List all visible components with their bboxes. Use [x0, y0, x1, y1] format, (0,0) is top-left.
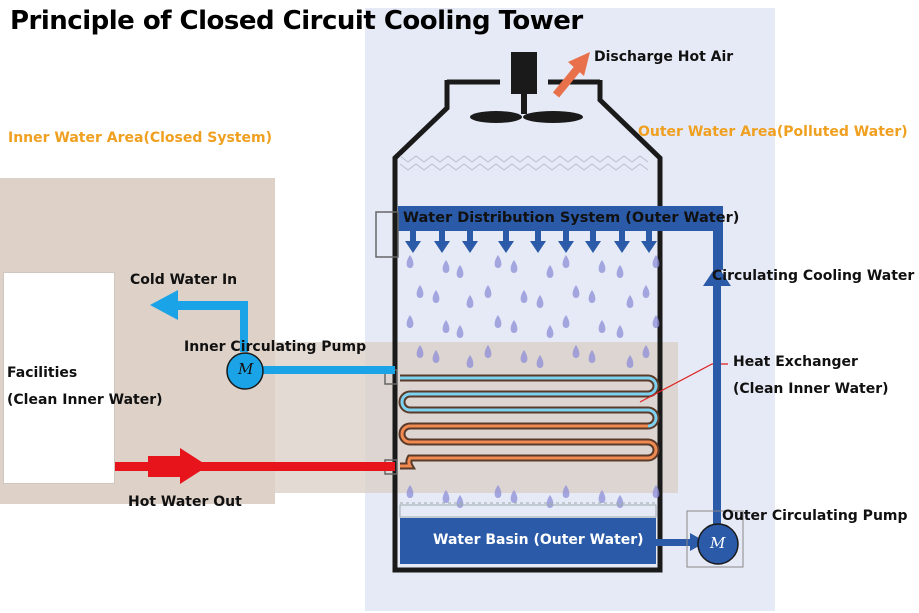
hot-water-out-label: Hot Water Out — [128, 494, 242, 510]
water-droplet — [442, 260, 450, 273]
water-droplet — [456, 265, 464, 278]
tower-housing — [392, 80, 663, 573]
drift-eliminator — [399, 155, 649, 171]
water-droplet — [572, 285, 580, 298]
water-droplet — [546, 265, 554, 278]
fan-blade-right — [523, 111, 583, 123]
water-droplet — [520, 290, 528, 303]
fan-blade-left — [470, 111, 522, 123]
water-droplet — [536, 355, 544, 368]
inner-pump-symbol: M — [238, 360, 254, 378]
water-droplet — [626, 355, 634, 368]
discharge-label: Discharge Hot Air — [594, 49, 734, 65]
water-droplet — [510, 260, 518, 273]
water-droplet — [598, 320, 606, 333]
water-droplet — [416, 345, 424, 358]
water-droplet — [562, 485, 570, 498]
outer-pump-label: Outer Circulating Pump — [722, 508, 908, 524]
water-droplet — [588, 350, 596, 363]
water-droplet — [484, 345, 492, 358]
water-droplet — [510, 320, 518, 333]
heat-exchanger-leader — [639, 363, 728, 403]
water-basin-label: Water Basin (Outer Water) — [433, 532, 644, 548]
water-droplet — [588, 290, 596, 303]
water-droplet — [406, 255, 414, 268]
water-droplet — [466, 355, 474, 368]
outer-area-label: Outer Water Area(Polluted Water) — [638, 124, 908, 140]
distribution-label: Water Distribution System (Outer Water) — [403, 210, 740, 226]
water-droplet — [442, 320, 450, 333]
water-droplet — [406, 485, 414, 498]
water-droplet — [598, 260, 606, 273]
heat-exchanger-label: Heat Exchanger — [733, 354, 858, 370]
water-droplet — [536, 295, 544, 308]
spray-nozzles — [405, 231, 657, 253]
water-droplet — [494, 315, 502, 328]
water-droplet — [546, 325, 554, 338]
circulating-cooling-label: Circulating Cooling Water — [712, 268, 915, 284]
inner-area-label: Inner Water Area(Closed System) — [8, 130, 272, 146]
water-droplet — [572, 345, 580, 358]
distribution-pipe — [398, 206, 723, 231]
water-droplet — [562, 255, 570, 268]
facilities-box — [3, 272, 115, 484]
basin-to-pump-pipe — [656, 539, 692, 546]
water-droplet — [416, 285, 424, 298]
water-droplet — [652, 485, 660, 498]
water-droplet — [466, 295, 474, 308]
distribution-inlet — [375, 211, 399, 258]
page-title: Principle of Closed Circuit Cooling Towe… — [10, 6, 583, 36]
water-droplet — [642, 345, 650, 358]
water-droplet — [432, 290, 440, 303]
facilities-label: Facilities — [7, 365, 78, 381]
outer-pump-symbol: M — [710, 534, 726, 552]
riser-pipe — [713, 270, 721, 525]
outer-pump-frame — [686, 510, 744, 568]
inner-pump-label: Inner Circulating Pump — [184, 339, 367, 355]
water-droplet — [484, 285, 492, 298]
water-droplet — [642, 285, 650, 298]
water-droplet — [432, 350, 440, 363]
water-droplet — [616, 325, 624, 338]
water-droplet — [562, 315, 570, 328]
water-droplet — [652, 255, 660, 268]
water-droplet — [616, 265, 624, 278]
facilities-sublabel: (Clean Inner Water) — [7, 392, 163, 408]
water-droplet — [406, 315, 414, 328]
water-droplet — [652, 315, 660, 328]
cold-water-pipe — [150, 290, 395, 374]
riser-arrow — [703, 265, 731, 286]
outer-pump — [697, 523, 739, 565]
water-droplets — [406, 255, 660, 508]
heat-exchanger-sublabel: (Clean Inner Water) — [733, 381, 889, 397]
water-droplet — [494, 255, 502, 268]
inner-pump — [226, 352, 264, 390]
cold-water-in-label: Cold Water In — [130, 272, 238, 288]
water-droplet — [626, 295, 634, 308]
water-droplet — [456, 325, 464, 338]
heat-exchanger-coil — [398, 374, 660, 470]
hot-water-pipe — [112, 448, 395, 484]
water-droplet — [598, 490, 606, 503]
water-droplet — [520, 350, 528, 363]
water-basin — [400, 518, 656, 564]
fan-motor — [511, 52, 537, 94]
discharge-air-arrow — [552, 52, 590, 98]
water-droplet — [494, 485, 502, 498]
water-droplet — [510, 490, 518, 503]
water-droplet — [442, 490, 450, 503]
